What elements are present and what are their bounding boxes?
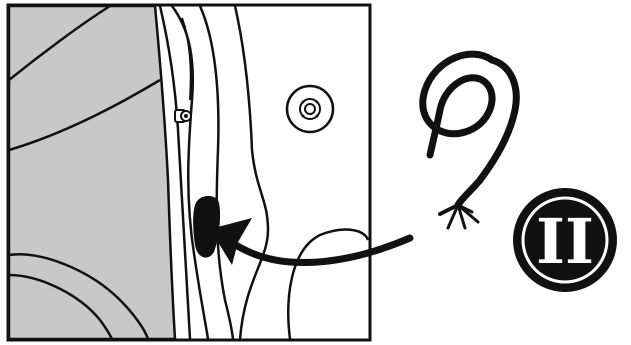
step-badge: II (513, 188, 617, 292)
screw-icon (285, 84, 335, 134)
harness-loop-icon (419, 50, 520, 230)
step-badge-label: II (536, 205, 594, 278)
clip-icon (174, 109, 192, 123)
pillar-body (158, 5, 270, 340)
tire-area (7, 4, 177, 341)
access-hole-icon (193, 195, 221, 258)
curved-arrow-icon (210, 218, 414, 266)
inner-panel (287, 228, 370, 340)
